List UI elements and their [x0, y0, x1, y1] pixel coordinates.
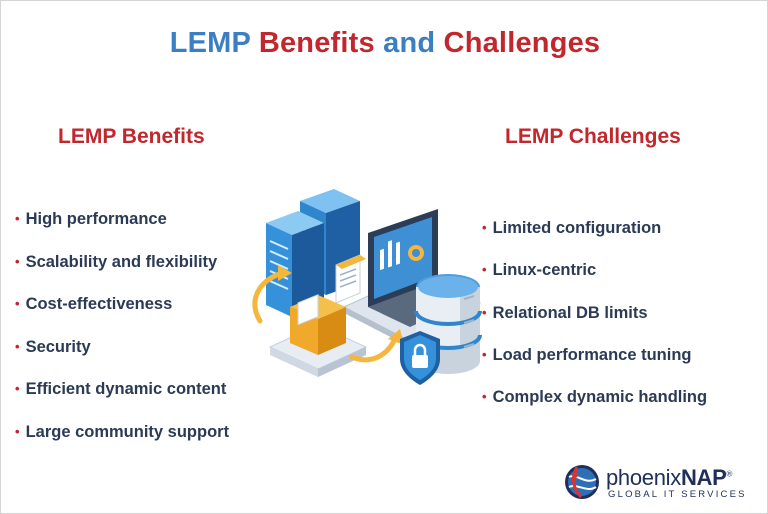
title-lemp: LEMP [169, 27, 251, 59]
phoenixnap-globe-icon [565, 465, 599, 499]
phoenixnap-tagline: GLOBAL IT SERVICES [608, 489, 747, 500]
title-benefits: Benefits [258, 27, 375, 59]
title-and: and [383, 27, 436, 59]
challenge-item: •Complex dynamic handling [482, 388, 708, 406]
server-database-laptop-illustration-icon [252, 189, 482, 385]
challenge-item: •Load performance tuning [482, 346, 692, 364]
benefit-item: •Security [15, 338, 91, 356]
page-title: LEMP Benefits and Challenges [1, 27, 768, 60]
challenge-item: •Limited configuration [482, 219, 662, 237]
challenge-item: •Linux-centric [482, 261, 597, 279]
phoenixnap-logo-text: phoenixNAP® [606, 465, 733, 490]
challenges-heading: LEMP Challenges [505, 125, 681, 148]
title-challenges: Challenges [443, 27, 601, 59]
benefits-heading: LEMP Benefits [58, 125, 205, 148]
benefit-item: •High performance [15, 210, 167, 228]
benefit-item: •Efficient dynamic content [15, 380, 227, 398]
benefit-item: •Scalability and flexibility [15, 253, 218, 271]
benefit-item: •Large community support [15, 423, 230, 441]
challenge-item: •Relational DB limits [482, 304, 648, 322]
benefit-item: •Cost-effectiveness [15, 295, 173, 313]
